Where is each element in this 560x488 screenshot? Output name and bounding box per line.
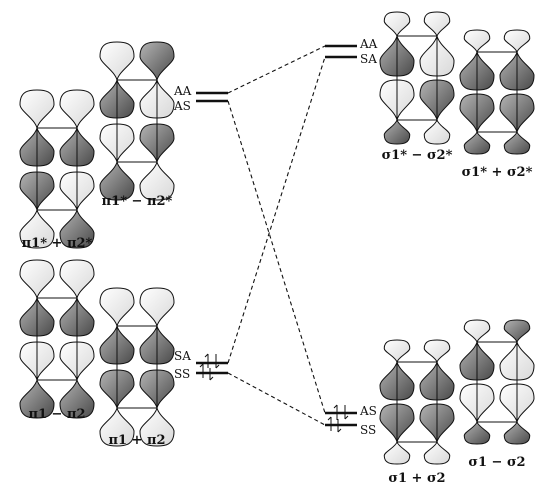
pi-star-minus-lobe-1-3	[139, 160, 175, 201]
sigma-plus-lobe-1-0	[423, 339, 451, 364]
label-right-aa: AA	[359, 37, 378, 51]
spin-right-as-up	[333, 404, 338, 420]
sigma-star-minus-lobe-1-0	[423, 11, 451, 38]
spin-right-ss-up	[327, 416, 332, 431]
caption-pi-minus: π1 − π2	[28, 407, 85, 422]
label-right-sa: SA	[360, 52, 377, 66]
pi-star-plus-lobe-1-0	[59, 89, 95, 130]
sigma-star-plus-lobe-1-0	[503, 29, 531, 54]
caption-sigma-star-minus: σ1* − σ2*	[382, 148, 453, 163]
pi-minus-bond-frame	[36, 297, 78, 381]
correlation-ss-ss	[227, 372, 326, 426]
sigma-star-plus-lobe-0-3	[463, 130, 491, 155]
pi-star-plus-lobe-0-0	[19, 89, 55, 130]
label-left-as: AS	[173, 99, 191, 113]
pi-star-minus-bond-frame	[116, 79, 158, 163]
spin-right-ss-down	[337, 419, 342, 433]
caption-pi-star-minus: π1* − π2*	[102, 194, 173, 209]
label-right-ss: SS	[360, 423, 376, 437]
pi-star-minus-lobe-0-3	[99, 160, 135, 201]
pi-star-minus-lobe-0-0	[99, 41, 135, 82]
sigma-minus-lobe-0-3	[463, 420, 491, 445]
spin-right-as-down	[344, 405, 349, 420]
caption-pi-plus: π1 + π2	[108, 433, 165, 448]
correlation-sa-sa	[227, 56, 326, 364]
sigma-minus-lobe-0-0	[463, 319, 491, 344]
sigma-plus-lobe-1-3	[423, 440, 451, 465]
caption-pi-star-plus: π1* + π2*	[22, 236, 93, 251]
label-left-sa: SA	[174, 349, 191, 363]
spin-left-sa-down	[215, 354, 220, 369]
sigma-minus-bond-frame	[476, 341, 518, 423]
sigma-plus-bond-frame	[396, 361, 438, 443]
sigma-star-plus-lobe-0-0	[463, 29, 491, 54]
level-labels: AA AS SA SS AA SA AS SS	[173, 37, 378, 437]
label-left-aa: AA	[173, 84, 192, 98]
spin-left-ss-up	[199, 363, 204, 378]
pi-star-minus-lobe-1-0	[139, 41, 175, 82]
pi-minus-lobe-1-0	[59, 259, 95, 300]
electron-spins	[199, 353, 349, 433]
sigma-star-minus-lobe-1-3	[423, 118, 451, 145]
sigma-star-plus-bond-frame	[476, 51, 518, 133]
correlation-as-as	[227, 100, 326, 414]
pi-plus-lobe-0-0	[99, 287, 135, 328]
pi-plus-bond-frame	[116, 325, 158, 409]
correlation-lines	[227, 45, 326, 426]
sigma-plus-lobe-0-3	[383, 440, 411, 465]
pi-minus-lobe-0-3	[19, 378, 55, 419]
pi-minus-lobe-1-3	[59, 378, 95, 419]
pi-plus-lobe-1-3	[139, 406, 175, 447]
orbitals-layer	[19, 11, 535, 465]
caption-sigma-plus: σ1 + σ2	[388, 471, 445, 486]
sigma-minus-lobe-1-0	[503, 319, 531, 344]
pi-plus-lobe-0-3	[99, 406, 135, 447]
sigma-star-plus-lobe-1-3	[503, 130, 531, 155]
label-left-ss: SS	[174, 367, 190, 381]
correlation-aa-aa	[227, 45, 326, 94]
label-right-as: AS	[359, 404, 377, 418]
pi-star-plus-lobe-0-3	[19, 208, 55, 249]
sigma-minus-lobe-1-3	[503, 420, 531, 445]
pi-star-plus-lobe-1-3	[59, 208, 95, 249]
spin-left-sa-up	[204, 353, 209, 368]
sigma-star-minus-bond-frame	[396, 35, 438, 121]
energy-levels	[196, 44, 357, 427]
caption-sigma-minus: σ1 − σ2	[468, 455, 525, 470]
pi-plus-lobe-1-0	[139, 287, 175, 328]
sigma-star-minus-lobe-0-0	[383, 11, 411, 38]
pi-minus-lobe-0-0	[19, 259, 55, 300]
caption-sigma-star-plus: σ1* + σ2*	[462, 165, 533, 180]
sigma-plus-lobe-0-0	[383, 339, 411, 364]
spin-left-ss-down	[209, 368, 214, 381]
pi-star-plus-bond-frame	[36, 127, 78, 211]
orbital-captions: π1* − π2* π1* + π2* π1 − π2 π1 + π2 σ1* …	[22, 148, 533, 486]
sigma-star-minus-lobe-0-3	[383, 118, 411, 145]
